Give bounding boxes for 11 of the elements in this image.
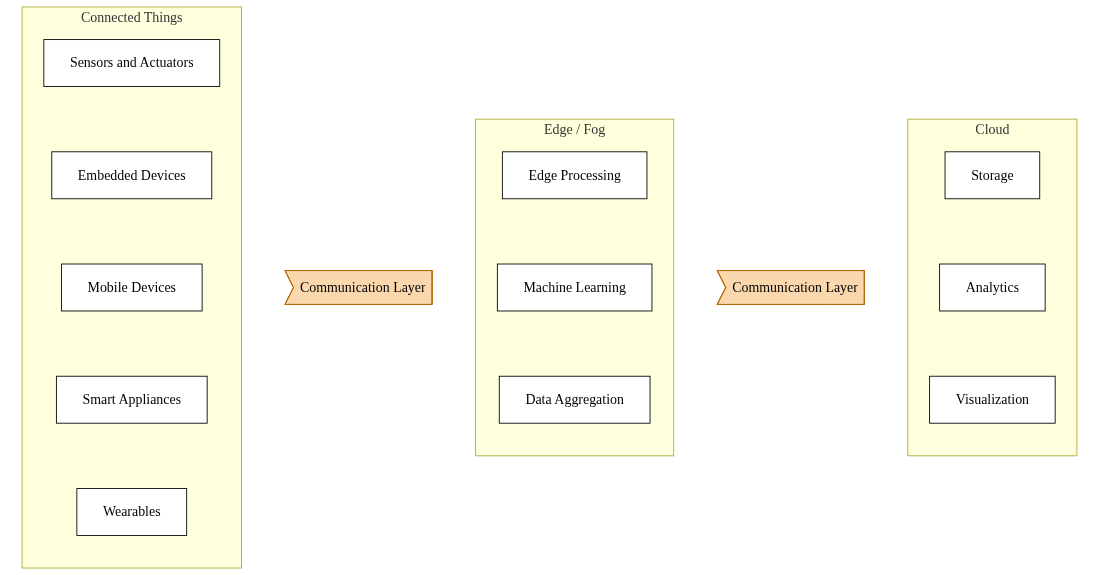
node-box: Analytics	[939, 263, 1046, 312]
node-box: Wearables	[76, 488, 188, 536]
node-box: Machine Learning	[496, 263, 653, 312]
node-box: Edge Processing	[501, 151, 648, 200]
node-box: Sensors and Actuators	[43, 39, 221, 87]
node-box: Mobile Devices	[61, 263, 203, 312]
node-box: Storage	[944, 151, 1041, 200]
node-box: Smart Appliances	[55, 375, 208, 424]
node-box: Embedded Devices	[51, 151, 213, 200]
node-box: Data Aggregation	[498, 375, 651, 424]
node-box: Visualization	[929, 375, 1056, 424]
